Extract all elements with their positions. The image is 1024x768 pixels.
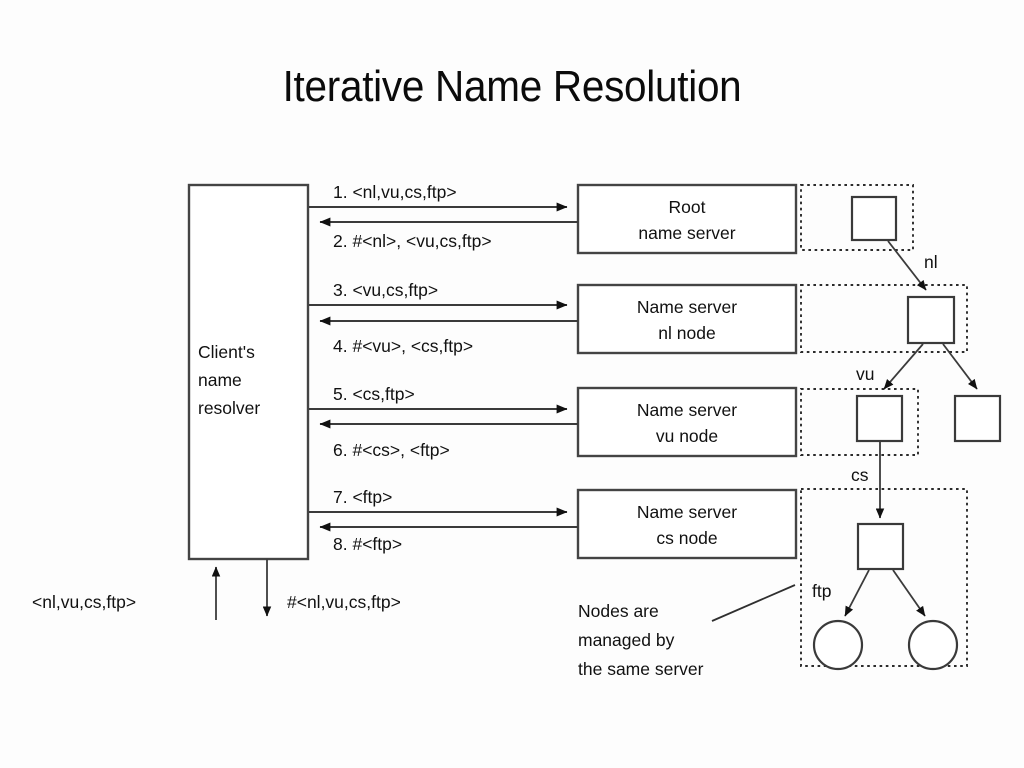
tree-edge-label-ftp: ftp — [812, 581, 831, 601]
server-nl-line1: Name server — [637, 297, 737, 317]
tree-edge-label-nl: nl — [924, 252, 938, 272]
client-resolver-label-line3: resolver — [198, 398, 260, 418]
tree-node-cs — [856, 522, 905, 571]
server-box-cs — [576, 488, 798, 560]
server-cs-line1: Name server — [637, 502, 737, 522]
tree-edge-cs-to-leaf-left — [844, 569, 870, 617]
page-title: Iterative Name Resolution — [282, 62, 742, 111]
annotation-leader-line — [711, 584, 796, 622]
annotation-line3: the same server — [578, 659, 704, 679]
tree-edge-cs-to-leaf-right — [892, 569, 926, 617]
server-cs-line2: cs node — [656, 528, 717, 548]
server-vu-line1: Name server — [637, 400, 737, 420]
tree-edge-nl-to-vu — [883, 343, 924, 390]
message-label-5: 5. <cs,ftp> — [333, 384, 415, 404]
message-label-2: 2. #<nl>, <vu,cs,ftp> — [333, 231, 492, 251]
tree-edge-root-to-nl — [887, 240, 927, 291]
message-label-8: 8. #<ftp> — [333, 534, 402, 554]
message-label-6: 6. #<cs>, <ftp> — [333, 440, 450, 460]
tree-edge-label-cs: cs — [851, 465, 869, 485]
server-root-line2: name server — [638, 223, 735, 243]
tree-edge-label-vu: vu — [856, 364, 874, 384]
managed-region-root — [800, 184, 914, 251]
client-output-label: #<nl,vu,cs,ftp> — [287, 592, 401, 612]
server-root-line1: Root — [669, 197, 706, 217]
server-vu-line2: vu node — [656, 426, 718, 446]
message-label-1: 1. <nl,vu,cs,ftp> — [333, 182, 457, 202]
message-label-4: 4. #<vu>, <cs,ftp> — [333, 336, 473, 356]
message-label-7: 7. <ftp> — [333, 487, 392, 507]
tree-node-nl-sibling — [953, 394, 1002, 443]
annotation-line2: managed by — [578, 630, 675, 650]
tree-node-vu — [855, 394, 904, 443]
client-resolver-box — [187, 183, 310, 561]
client-resolver-label-line2: name — [198, 370, 242, 390]
annotation-line1: Nodes are — [578, 601, 659, 621]
tree-node-root — [850, 195, 898, 242]
managed-region-nl — [800, 284, 968, 353]
server-box-nl — [576, 283, 798, 355]
client-input-label: <nl,vu,cs,ftp> — [32, 592, 136, 612]
tree-edge-nl-to-sibling — [942, 343, 978, 390]
message-label-3: 3. <vu,cs,ftp> — [333, 280, 438, 300]
server-box-vu — [576, 386, 798, 458]
tree-leaf-left — [812, 619, 864, 671]
tree-node-nl — [906, 295, 956, 345]
server-box-root — [576, 183, 798, 255]
managed-region-vu — [800, 388, 919, 456]
server-nl-line2: nl node — [658, 323, 715, 343]
managed-region-cs — [800, 488, 968, 667]
tree-leaf-right — [907, 619, 959, 671]
client-resolver-label-line1: Client's — [198, 342, 255, 362]
